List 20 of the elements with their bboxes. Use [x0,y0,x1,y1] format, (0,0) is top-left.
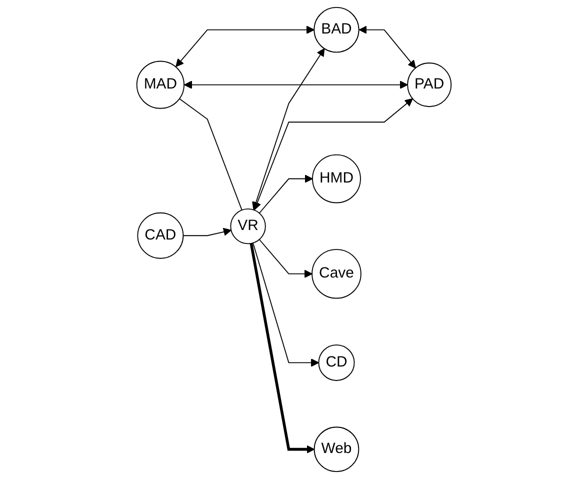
node-circle: BAD [314,7,360,53]
arrow [252,48,325,210]
node-circle: VR [230,208,266,244]
arrow [253,98,413,210]
arrow [250,243,315,454]
arrow [258,239,312,278]
arrow [358,26,416,68]
arrow [258,174,313,214]
node-circle: CD [318,344,355,381]
connector [179,98,242,211]
node-circle: HMD [312,154,361,204]
node-circle: PAD [407,62,452,108]
node-circle: CAD [137,212,184,259]
arrow [184,80,408,89]
arrow [182,228,232,236]
arrow [252,242,320,367]
node-circle: Web [314,426,360,472]
arrow [176,26,314,67]
node-circle: MAD [136,60,184,109]
node-circle: Cave [312,248,362,299]
